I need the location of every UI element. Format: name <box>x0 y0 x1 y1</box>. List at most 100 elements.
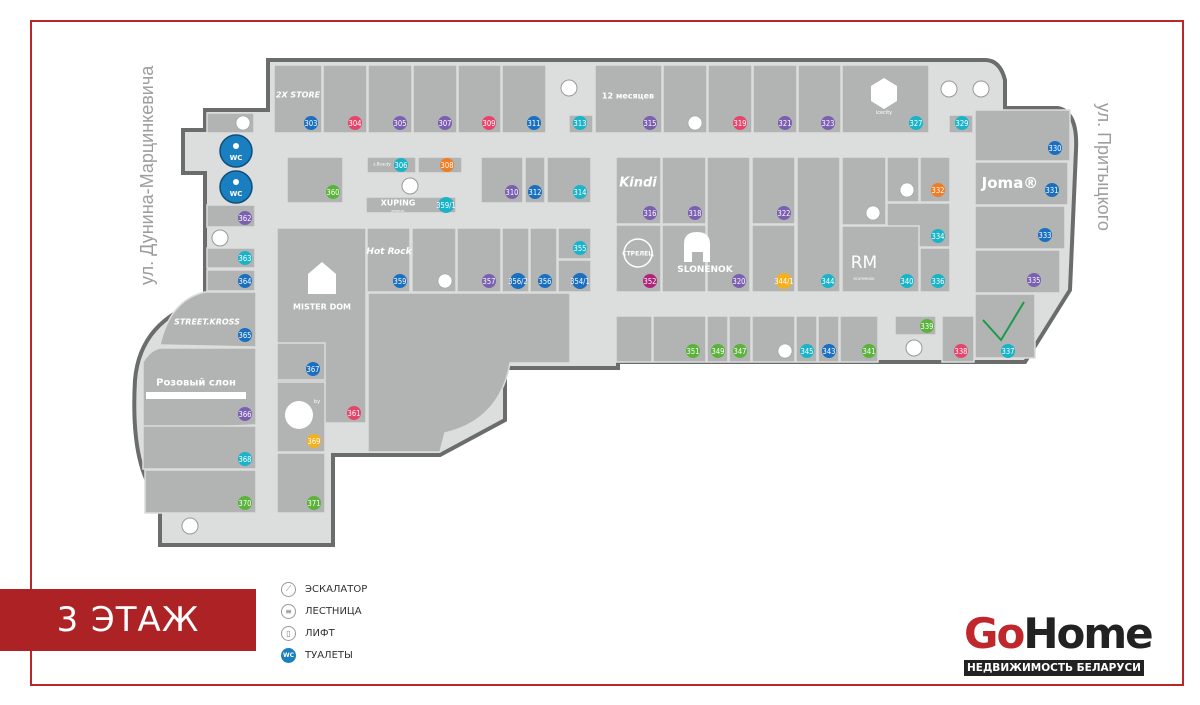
unit-badge-352[interactable]: 352 <box>643 274 657 288</box>
unit-badge-305[interactable]: 305 <box>393 116 407 130</box>
unit-badge-341[interactable]: 341 <box>862 344 876 358</box>
unit-badge-327[interactable]: 327 <box>909 116 923 130</box>
unit-badge-357[interactable]: 357 <box>482 274 496 288</box>
unit-badge-354-1[interactable]: 354/1 <box>570 273 590 289</box>
unit-badge-308[interactable]: 308 <box>440 158 454 172</box>
unit-badge-317[interactable]: 317 <box>687 115 703 131</box>
unit-number: 303 <box>305 119 318 128</box>
brand-joma: Joma® <box>981 174 1039 192</box>
unit-badge-369[interactable]: 369 <box>307 434 321 448</box>
unit-number: 355 <box>574 244 587 253</box>
unit-badge-329[interactable]: 329 <box>955 116 969 130</box>
unit-badge-344-1[interactable]: 344/1 <box>774 273 794 289</box>
unit-number: 344 <box>822 277 835 286</box>
unit-number: 322 <box>778 209 791 218</box>
unit-badge-360[interactable]: 360 <box>326 185 340 199</box>
unit-badge-309[interactable]: 309 <box>482 116 496 130</box>
unit-number: 304 <box>349 119 362 128</box>
unit-badge-336[interactable]: 336 <box>931 274 945 288</box>
unit-number: 369 <box>308 437 321 446</box>
brand-pudra: pudra <box>286 411 310 420</box>
unit-badge-314[interactable]: 314 <box>573 185 587 199</box>
unit-badge-370[interactable]: 370 <box>238 496 252 510</box>
unit-badge-347[interactable]: 347 <box>733 344 747 358</box>
unit-badge-307[interactable]: 307 <box>438 116 452 130</box>
unit-badge-321[interactable]: 321 <box>778 116 792 130</box>
unit-badge-363[interactable]: 363 <box>238 251 252 265</box>
unit-number: 335 <box>1028 276 1041 285</box>
unit-number: 334 <box>932 232 945 241</box>
wc-icon[interactable]: WC <box>219 134 253 168</box>
unit-badge-306[interactable]: 306 <box>394 158 408 172</box>
unit-badge-320[interactable]: 320 <box>732 274 746 288</box>
unit-badge-358[interactable]: 358 <box>437 273 453 289</box>
unit-badge-345[interactable]: 345 <box>800 344 814 358</box>
unit-badge-356[interactable]: 356 <box>538 274 552 288</box>
unit-badge-366[interactable]: 366 <box>238 407 252 421</box>
legend-label: ЭСКАЛАТОР <box>305 583 368 595</box>
unit-badge-351[interactable]: 351 <box>686 344 700 358</box>
unit-badge-310[interactable]: 310 <box>505 185 519 199</box>
unit-badge-346[interactable]: 346 <box>777 343 793 359</box>
unit-number: 354/1 <box>570 277 589 286</box>
gohome-logo[interactable]: GoHome НЕДВИЖИМОСТЬ БЕЛАРУСИ <box>964 612 1160 676</box>
unit-badge-349[interactable]: 349 <box>711 344 725 358</box>
unit-badge-343[interactable]: 343 <box>822 344 836 358</box>
unit-badge-331[interactable]: 331 <box>1045 183 1059 197</box>
unit-number: 357 <box>483 277 496 286</box>
stairs-icon <box>181 517 199 535</box>
unit-badge-368[interactable]: 368 <box>238 452 252 466</box>
unit-number: 310 <box>506 188 519 197</box>
unit-badge-328[interactable]: 328 <box>899 182 915 198</box>
unit-number: 319 <box>734 119 747 128</box>
unit-number: 337 <box>1002 347 1015 356</box>
wc-label: WC <box>230 190 243 198</box>
unit-badge-338[interactable]: 338 <box>954 344 968 358</box>
wc-icon[interactable]: WC <box>219 170 253 204</box>
street-label-right: ул. Притыцкого <box>1094 103 1114 231</box>
unit-badge-303[interactable]: 303 <box>304 116 318 130</box>
unit-badge-323[interactable]: 323 <box>821 116 835 130</box>
unit-badge-362[interactable]: 362 <box>238 211 252 225</box>
unit-number: 312 <box>529 188 542 197</box>
unit-badge-359[interactable]: 359 <box>393 274 407 288</box>
unit-badge-315[interactable]: 315 <box>643 116 657 130</box>
unit-badge-340[interactable]: 340 <box>900 274 914 288</box>
unit-badge-355[interactable]: 355 <box>573 241 587 255</box>
unit-badge-339[interactable]: 339 <box>920 319 934 333</box>
unit-badge-330[interactable]: 330 <box>1048 141 1062 155</box>
unit-badge-334[interactable]: 334 <box>931 229 945 243</box>
unit-badge-318[interactable]: 318 <box>688 206 702 220</box>
unit-number: 371 <box>308 499 321 508</box>
unit-number: 308 <box>441 161 454 170</box>
unit-badge-313[interactable]: 313 <box>573 116 587 130</box>
unit-badge-364[interactable]: 364 <box>238 274 252 288</box>
unit-badge-301[interactable]: 301 <box>235 115 251 131</box>
unit-badge-312[interactable]: 312 <box>528 185 542 199</box>
unit-badge-335[interactable]: 335 <box>1027 273 1041 287</box>
unit-badge-304[interactable]: 304 <box>348 116 362 130</box>
unit-badge-316[interactable]: 316 <box>643 206 657 220</box>
unit-badge-333[interactable]: 333 <box>1038 228 1052 242</box>
unit-number: 351 <box>687 347 700 356</box>
unit-badge-332[interactable]: 332 <box>931 183 945 197</box>
unit-badge-365[interactable]: 365 <box>238 328 252 342</box>
unit-badge-319[interactable]: 319 <box>733 116 747 130</box>
unit-number: 318 <box>689 209 702 218</box>
brand-rm: RM <box>851 253 877 273</box>
unit-badge-367[interactable]: 367 <box>306 362 320 376</box>
unit-badge-359-1[interactable]: 359/1 <box>436 197 456 213</box>
unit-badge-322[interactable]: 322 <box>777 206 791 220</box>
unit-badge-326[interactable]: 326 <box>865 205 881 221</box>
unit-badge-311[interactable]: 311 <box>527 116 541 130</box>
brand-12-mesyatsev: 12 месяцев <box>602 92 654 101</box>
unit-number: 338 <box>955 347 968 356</box>
unit-badge-356-2[interactable]: 356/2 <box>508 273 528 289</box>
escalator-icon: ⟋ <box>281 581 296 597</box>
unit-badge-337[interactable]: 337 <box>1001 344 1015 358</box>
unit-badge-344[interactable]: 344 <box>821 274 835 288</box>
unit-badge-361[interactable]: 361 <box>347 406 361 420</box>
unit-badge-371[interactable]: 371 <box>307 496 321 510</box>
brand-xuping: XUPING <box>381 199 416 208</box>
